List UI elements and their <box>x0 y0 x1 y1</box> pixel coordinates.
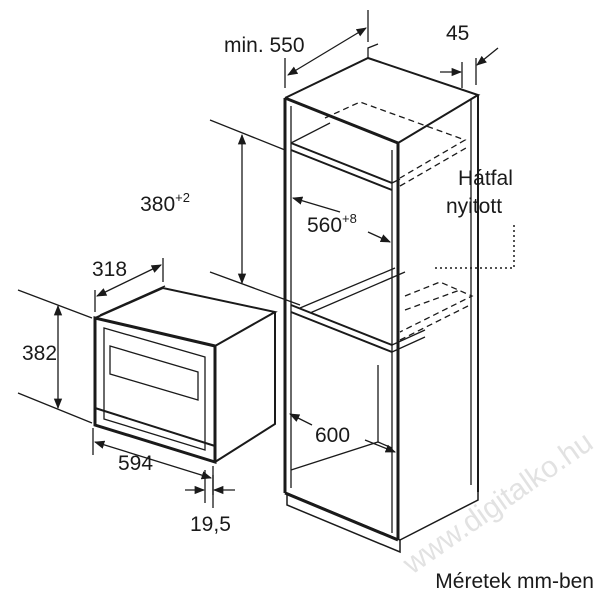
cabinet-drawing <box>283 43 515 554</box>
watermark-text: www.digitalko.hu <box>396 426 599 582</box>
back-wall-label-line1: Hátfal <box>458 167 513 190</box>
appliance-drawing <box>93 285 278 465</box>
niche-height-value: 380 <box>140 193 175 216</box>
units-note: Méretek mm-ben <box>435 570 594 593</box>
niche-width-label: 560+8 <box>307 211 357 237</box>
front-thickness-label: 19,5 <box>190 513 231 536</box>
appliance-height-label: 382 <box>22 342 57 365</box>
appliance-width-label: 594 <box>118 452 153 475</box>
cabinet-inner-width-label: 600 <box>315 424 350 447</box>
niche-width-tolerance: +8 <box>342 211 357 226</box>
back-gap-label: 45 <box>446 22 469 45</box>
appliance-depth-label: 318 <box>92 258 127 281</box>
dimension-lines <box>17 10 499 508</box>
cabinet-depth-label: min. 550 <box>224 34 305 57</box>
back-wall-label-line2: nyitott <box>446 195 502 218</box>
niche-height-label: 380+2 <box>140 190 190 216</box>
niche-height-tolerance: +2 <box>175 190 190 205</box>
niche-width-value: 560 <box>307 214 342 237</box>
